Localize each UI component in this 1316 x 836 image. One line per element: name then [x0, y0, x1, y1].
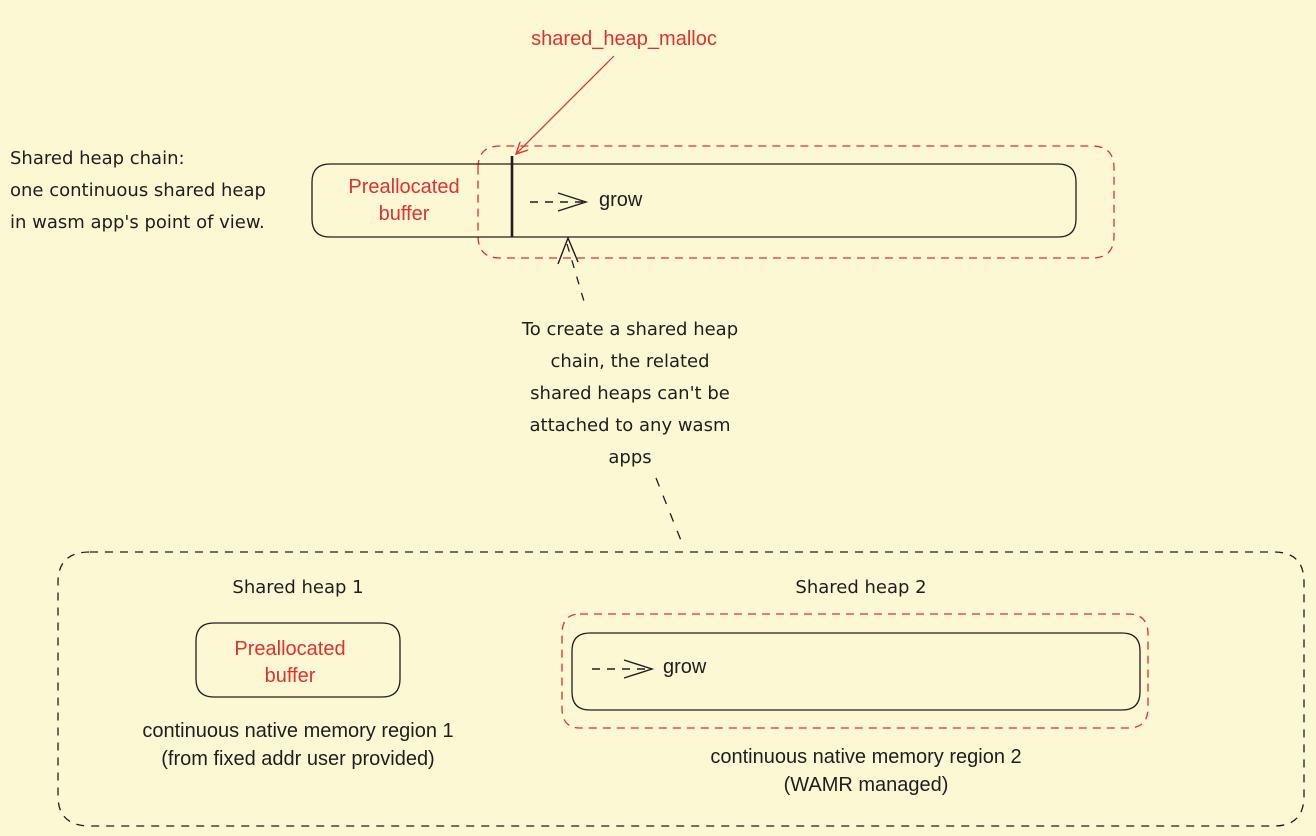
heap2-grow-region-outline: [561, 613, 1149, 729]
heap1-region-line-1: continuous native memory region 1: [142, 720, 454, 742]
heap2-bar: [571, 632, 1141, 711]
heap-group-container: [57, 551, 1305, 827]
note-connector-line: [655, 477, 685, 549]
heap2-title: Shared heap 2: [795, 577, 927, 598]
top-grow-arrow-icon: [530, 192, 589, 212]
heap2-grow-arrow-icon: [592, 659, 655, 679]
note-line-1: To create a shared heap: [521, 319, 739, 340]
note-line-2: chain, the related: [550, 351, 710, 372]
chain-label-line-1: Shared heap chain:: [10, 148, 185, 169]
chain-label-line-2: one continuous shared heap: [10, 180, 266, 201]
heap1-prealloc-label-line-1: Preallocated: [234, 638, 346, 660]
note-line-4: attached to any wasm: [529, 415, 731, 436]
note-line-3: shared heaps can't be: [530, 383, 730, 404]
heap2-grow-label: grow: [663, 656, 707, 678]
heap1-prealloc-label-line-2: buffer: [264, 665, 316, 687]
top-grow-label: grow: [599, 189, 643, 211]
heap1-region-line-2: (from fixed addr user provided): [161, 748, 435, 770]
heap1-title: Shared heap 1: [232, 577, 364, 598]
top-prealloc-label-line-2: buffer: [378, 203, 430, 225]
top-prealloc-label-line-1: Preallocated: [348, 176, 460, 198]
heap2-region-line-1: continuous native memory region 2: [710, 746, 1022, 768]
heap2-region-line-2: (WAMR managed): [783, 774, 949, 796]
top-grow-region-outline: [477, 145, 1115, 259]
heap1-prealloc-box: [195, 622, 401, 698]
note-pointer-arrow-icon: [557, 236, 587, 309]
note-line-5: apps: [608, 447, 652, 468]
chain-label-line-3: in wasm app's point of view.: [10, 212, 265, 233]
shared-heap-malloc-label: shared_heap_malloc: [531, 28, 717, 50]
top-heap-bar: [311, 163, 1077, 238]
